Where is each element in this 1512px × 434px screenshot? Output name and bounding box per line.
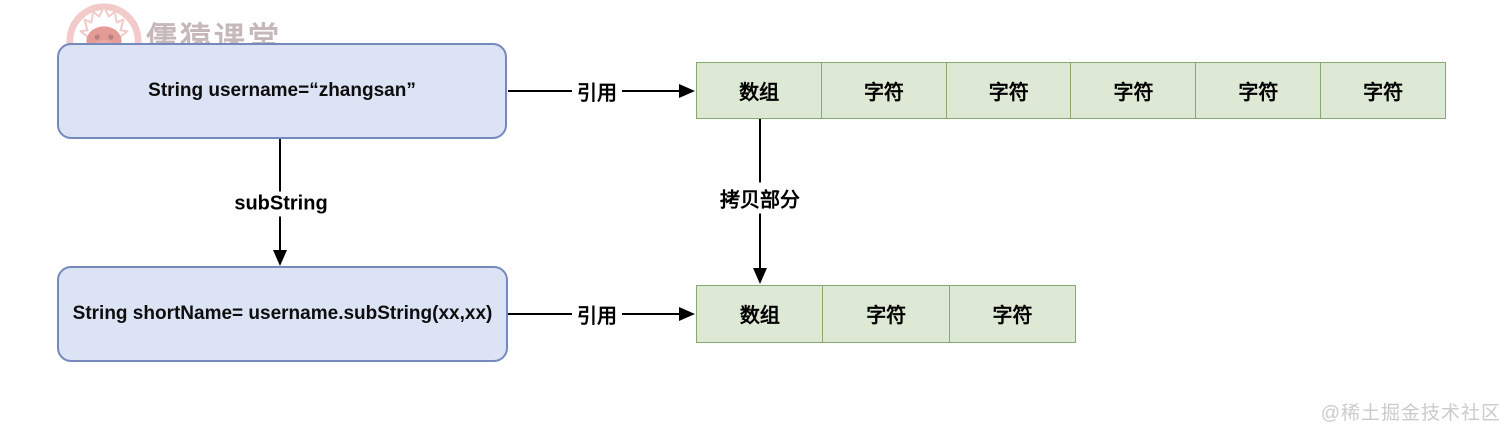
array-cell: 字符 [948,285,1077,343]
reference-label-top: 引用 [572,75,622,107]
copy-part-label: 拷贝部分 [715,182,805,214]
string-username-box: String username=“zhangsan” [57,43,507,139]
array-cell: 数组 [696,62,823,119]
juejin-community-credit: @稀土掘金技术社区 [1320,403,1501,424]
string-shortname-code: String shortName= username.subString(xx,… [72,303,493,324]
array-cell: 数组 [696,285,824,343]
arrow-right-icon [679,84,695,98]
array-cell: 字符 [1195,62,1322,119]
reference-label-bottom: 引用 [572,298,622,330]
array-cell: 字符 [822,285,951,343]
array-cell: 字符 [1070,62,1197,119]
array-cell: 字符 [945,62,1072,119]
string-username-code: String username=“zhangsan” [148,80,416,101]
arrow-right-icon [679,307,695,321]
arrow-down-icon [273,250,287,266]
array-cell: 字符 [820,62,948,119]
array-cell: 字符 [1319,62,1447,119]
substring-label: subString [229,191,333,217]
char-array-sub-row: 数组字符字符 [696,285,1077,343]
arrow-down-icon [753,268,767,284]
string-shortname-box: String shortName= username.subString(xx,… [57,266,508,362]
char-array-full-row: 数组字符字符字符字符字符 [696,62,1447,119]
